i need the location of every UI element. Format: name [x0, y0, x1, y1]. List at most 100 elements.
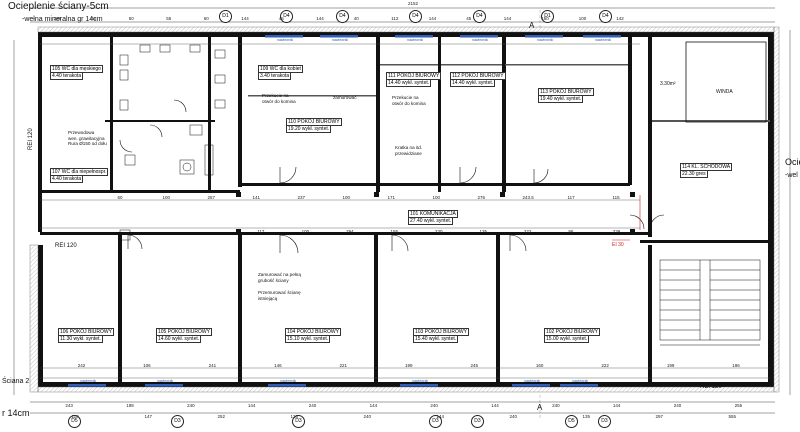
- window-label: nawiewnik: [472, 38, 489, 42]
- section-mark-top: A: [529, 21, 535, 30]
- dimension-value: 243: [65, 403, 73, 408]
- dimension-value: 100: [342, 195, 351, 200]
- dimension-value: 171: [387, 195, 396, 200]
- window-label: nawiewnik: [412, 379, 429, 383]
- dimension-value: 199: [405, 363, 413, 368]
- dimension-value: 252: [217, 414, 226, 419]
- dimension-value: 242: [77, 363, 86, 368]
- axis-marker-bottom: D3: [598, 415, 611, 428]
- dimension-value: 144: [241, 16, 249, 21]
- room-label: 106 POKÓJ BIUROWY 11.30 wykł. syntet.: [58, 328, 114, 343]
- dimension-value: 112: [391, 16, 399, 21]
- dimension-value: 146: [274, 363, 282, 368]
- dimension-value: 147: [144, 414, 153, 419]
- dimension-value: 100: [432, 195, 441, 200]
- window-label: nawiewnik: [537, 38, 554, 42]
- lift-label: WINDA: [716, 89, 733, 95]
- room-label: 101 KOMUNIKACJA 27.40 wykł. syntet.: [408, 210, 458, 225]
- columns: [236, 192, 635, 234]
- dimension-value: 55: [166, 16, 172, 21]
- axis-marker-top: D1: [541, 10, 554, 23]
- dimension-value: 50: [128, 16, 134, 21]
- dimension-value: 40: [353, 16, 359, 21]
- dimension-value: 86: [568, 229, 574, 234]
- room-label: 105 WC dla męskiego 4.40 terakota: [50, 65, 103, 80]
- section-mark-bottom: A: [537, 403, 543, 412]
- dimension-value: 240: [363, 414, 372, 419]
- interior-walls: [38, 37, 770, 385]
- dimension-value: 160: [535, 363, 544, 368]
- dimension-value: 222: [523, 229, 532, 234]
- dimension-value: 144: [369, 403, 378, 408]
- dimension-value: 241: [208, 363, 217, 368]
- window-label: nawiewnik: [407, 38, 424, 42]
- room-label: 107 WC dla niepełnospr. 4.40 terakota: [50, 168, 109, 183]
- rebuild-wall-note: Przemurować ścianę istniejącą: [258, 290, 301, 301]
- dimension-value: 240: [509, 414, 518, 419]
- grille-note: Kratka na itd. przewidziane: [395, 145, 423, 156]
- window-label: nawiewnik: [277, 38, 294, 42]
- insulation: [29, 26, 780, 393]
- dimension-value: 196: [732, 363, 740, 368]
- room-label: 105 POKÓJ BIUROWY 14.60 wykł. syntet.: [156, 328, 212, 343]
- room-label: 112 POKÓJ BIUROWY 14.40 wykł. syntet.: [450, 72, 506, 87]
- dimension-value: 142: [616, 16, 624, 21]
- brick-up-note-1: zamurować: [333, 95, 357, 100]
- dimension-value: 239: [612, 229, 621, 234]
- axis-marker-bottom: D3: [429, 415, 442, 428]
- dimension-value: 110: [71, 414, 79, 419]
- dimension-value: 243.5: [522, 195, 534, 200]
- dimension-value: 126: [290, 414, 299, 419]
- dimension-lines: [13, 7, 791, 414]
- room-label: 110 POKÓJ BIUROWY 19.20 wykł. syntet.: [286, 118, 342, 133]
- dimension-value: 155: [390, 229, 399, 234]
- ventilation-note: Przewodowa wen. grawitacyjna Rura Ø150 o…: [68, 130, 107, 146]
- dimension-value: 141: [252, 195, 261, 200]
- dimension-value: 240: [308, 403, 317, 408]
- dimension-value: 294: [346, 229, 354, 234]
- axis-marker-top: D1: [219, 10, 232, 23]
- dimension-value: 106: [143, 363, 151, 368]
- axis-marker-bottom: D3: [471, 415, 484, 428]
- dimension-value: 555: [728, 414, 737, 419]
- wall-rating-room: REI 120: [55, 243, 77, 249]
- room-label: 102 POKÓJ BIUROWY 15.00 wykł. syntet.: [544, 328, 600, 343]
- dimension-value: 257: [207, 195, 216, 200]
- room-label: 103 POKÓJ BIUROWY 15.40 wykł. syntet.: [413, 328, 469, 343]
- room-label: 109 WC dla kobiet 3.40 terakota: [258, 65, 303, 80]
- brick-up-note-2: Zamurować na pełną grubość ściany: [258, 272, 301, 283]
- dimension-value: 245: [470, 363, 478, 368]
- fire-door-label: EI 30: [612, 242, 624, 248]
- dimension-value: 150: [541, 16, 549, 21]
- sanitary-fixtures: [119, 44, 226, 241]
- axis-marker-bottom: D3: [171, 415, 184, 428]
- dimension-value: 144: [491, 403, 499, 408]
- insulation-note-top: Ocieplenie ściany-5cm: [8, 1, 109, 12]
- dimension-value: 100: [301, 229, 310, 234]
- insulation-note-right: Ocie: [785, 157, 800, 167]
- dimension-value: 255: [734, 403, 743, 408]
- insulation-note-bottom-sub: r 14cm: [2, 408, 30, 418]
- dimension-value: 144: [503, 16, 512, 21]
- window-label: nawiewnik: [572, 379, 589, 383]
- window-label: nawiewnik: [595, 38, 612, 42]
- dimension-value: 240: [430, 403, 438, 408]
- window-label: nawiewnik: [80, 379, 97, 383]
- axis-marker-top: D4: [409, 10, 422, 23]
- dimension-value: 240: [552, 403, 560, 408]
- insulation-note-right-sub: -wel: [785, 172, 798, 179]
- room-label: 104 POKÓJ BIUROWY 15.10 wykł. syntet.: [285, 328, 341, 343]
- dimension-value: 239: [53, 16, 62, 21]
- dimension-value: 144: [612, 403, 621, 408]
- insulation-note-bottom: Ściana 2: [2, 378, 30, 385]
- dimension-value: 240: [673, 403, 682, 408]
- section-cuts: [612, 195, 641, 241]
- dimension-value: 297: [655, 414, 664, 419]
- dimension-value: 45: [466, 16, 472, 21]
- dimension-value: 144: [316, 16, 324, 21]
- dimension-value: 144: [428, 16, 437, 21]
- dimension-value: 199: [666, 363, 675, 368]
- room-label: 114 KL. SCHODOWA 22.30 gres: [680, 163, 733, 178]
- axis-marker-bottom: D5: [68, 415, 81, 428]
- opening-note-2: Przekucie na otwór do komina: [392, 95, 426, 106]
